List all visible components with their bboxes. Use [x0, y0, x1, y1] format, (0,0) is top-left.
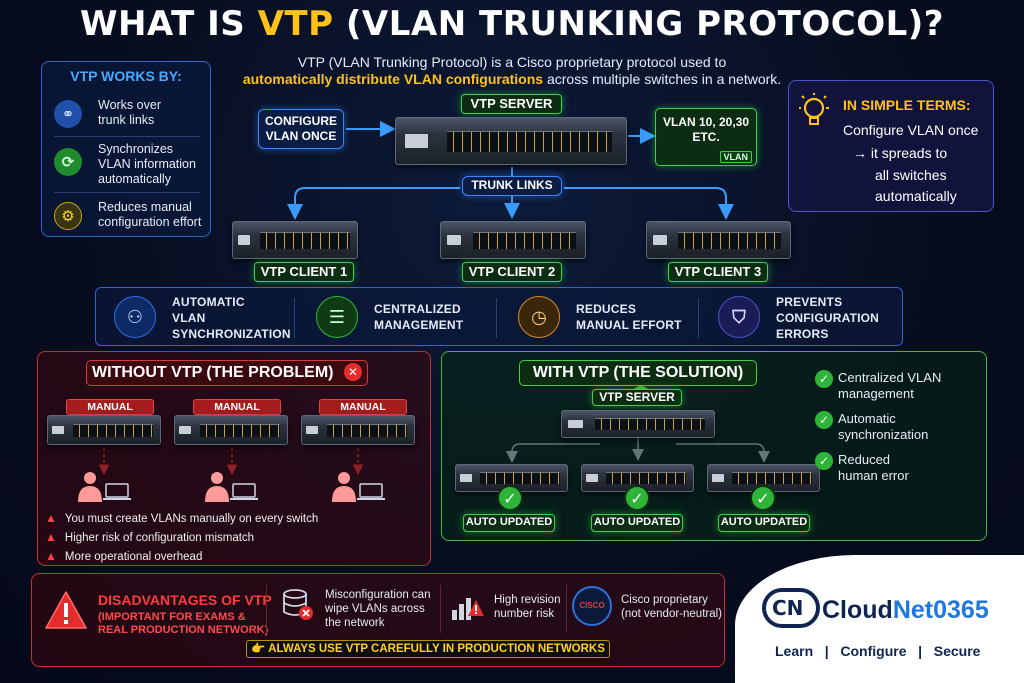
warning-icon: ▲ — [45, 511, 57, 525]
sync-icon: ⟳ — [54, 148, 82, 176]
simple-terms-title: IN SIMPLE TERMS: — [843, 97, 971, 113]
admin-user-icon-3 — [332, 472, 385, 502]
disadvantage-revision: High revision number risk — [494, 594, 561, 620]
simple-terms-line-2: → it spreads to — [853, 145, 948, 161]
vtp-server-switch — [395, 117, 627, 165]
gear-icon: ⚙ — [54, 202, 82, 230]
auto-updated-2: AUTO UPDATED — [591, 514, 683, 532]
configure-vlan-once-box: CONFIGURE VLAN ONCE — [258, 109, 344, 149]
database-error-icon — [283, 589, 313, 620]
always-careful-banner: 👉 ALWAYS USE VTP CAREFULLY IN PRODUCTION… — [246, 640, 610, 658]
check-icon: ✓ — [815, 452, 833, 470]
works-by-title: VTP WORKS BY: — [70, 68, 182, 84]
works-item-trunk: ⚭ Works over trunk links — [52, 96, 208, 140]
manual-switch-2 — [174, 415, 288, 445]
simple-terms-line-3: all switches — [875, 167, 947, 183]
feature-sync: ⚇ AUTOMATIC VLAN SYNCHRONIZATION — [114, 288, 294, 347]
feature-effort: ◷ REDUCES MANUAL EFFORT — [518, 288, 698, 347]
auto-updated-1: AUTO UPDATED — [463, 514, 555, 532]
manual-config-tag-3: MANUAL CONFIG — [319, 399, 407, 427]
lightbulb-icon — [799, 93, 829, 125]
network-icon: ⚇ — [114, 296, 156, 338]
check-icon: ✓ — [624, 485, 650, 511]
vtp-server-label: VTP SERVER — [461, 94, 562, 114]
vlan-list-box: VLAN 10, 20,30 ETC. VLAN — [655, 108, 757, 166]
benefit-error: Reduced human error — [838, 452, 909, 483]
vlan-badge: VLAN — [719, 151, 752, 163]
manual-config-tag-1: MANUAL CONFIG — [66, 399, 154, 427]
without-vtp-title: WITHOUT VTP (THE PROBLEM) ✕ — [86, 360, 368, 386]
vtp-client-3-switch — [646, 221, 791, 259]
simple-terms-panel: IN SIMPLE TERMS: Configure VLAN once → i… — [788, 80, 994, 212]
manual-switch-3 — [301, 415, 415, 445]
benefit-sync: Automatic synchronization — [838, 411, 929, 442]
without-vtp-panel — [37, 351, 431, 566]
brand-logo-background — [735, 555, 1024, 683]
cloudnet-logo-icon: CN — [762, 588, 820, 628]
auto-updated-3: AUTO UPDATED — [718, 514, 810, 532]
warning-chart-icon — [452, 598, 484, 620]
server-icon: ☰ — [316, 296, 358, 338]
vlan-list-text: VLAN 10, 20,30 ETC. — [662, 115, 750, 144]
check-icon: ✓ — [815, 411, 833, 429]
check-icon: ✓ — [750, 485, 776, 511]
disadvantages-title: DISADVANTAGES OF VTP — [98, 592, 272, 608]
vtp-client-2-switch — [440, 221, 586, 259]
trunk-links-label: TRUNK LINKS — [462, 176, 562, 196]
works-by-panel: VTP WORKS BY: ⚭ Works over trunk links ⟳… — [41, 61, 211, 237]
disadvantage-proprietary: Cisco proprietary (not vendor-neutral) — [621, 594, 722, 620]
shield-icon: ⛉ — [718, 296, 760, 338]
works-item-gear: ⚙ Reduces manual configuration effort — [52, 198, 208, 242]
manual-switch-1 — [47, 415, 161, 445]
disadvantage-misconfig: Misconfiguration can wipe VLANs across t… — [325, 589, 431, 629]
with-vtp-title: WITH VTP (THE SOLUTION) ✓ — [519, 360, 757, 404]
warning-icon: ▲ — [45, 549, 57, 563]
page-subtitle: VTP (VLAN Trunking Protocol) is a Cisco … — [242, 54, 782, 87]
clock-icon: ◷ — [518, 296, 560, 338]
solution-server-switch — [561, 410, 715, 438]
simple-terms-line-4: automatically — [875, 188, 957, 204]
link-icon: ⚭ — [54, 100, 82, 128]
feature-errors: ⛉ PREVENTS CONFIGURATION ERRORS — [718, 288, 898, 347]
warning-3: ▲More operational overhead — [45, 549, 203, 563]
manual-config-tag-2: MANUAL CONFIG — [193, 399, 281, 427]
benefit-centralized: Centralized VLAN management — [838, 370, 942, 401]
feature-centralized: ☰ CENTRALIZED MANAGEMENT — [316, 288, 496, 347]
solution-server-label: VTP SERVER — [592, 389, 682, 406]
warning-2: ▲Higher risk of configuration mismatch — [45, 530, 255, 544]
title-highlight: VTP — [257, 4, 334, 44]
simple-terms-line-1: Configure VLAN once — [843, 122, 979, 138]
x-icon: ✕ — [343, 363, 362, 381]
vtp-client-1-switch — [232, 221, 358, 259]
admin-user-icon-1 — [78, 472, 131, 502]
disadvantages-subtitle: (IMPORTANT FOR EXAMS & REAL PRODUCTION N… — [98, 611, 269, 636]
page-title: WHAT IS VTP (VLAN TRUNKING PROTOCOL)? — [79, 4, 945, 44]
check-icon: ✓ — [497, 485, 523, 511]
check-icon: ✓ — [815, 370, 833, 388]
brand-tagline: Learn | Configure | Secure — [775, 643, 981, 659]
vtp-client-2-label: VTP CLIENT 2 — [462, 262, 562, 282]
vtp-client-1-label: VTP CLIENT 1 — [254, 262, 354, 282]
subtitle-highlight: automatically distribute VLAN configurat… — [242, 71, 544, 87]
cisco-logo-icon: CISCO — [572, 586, 612, 626]
vtp-client-3-label: VTP CLIENT 3 — [668, 262, 768, 282]
features-band: ⚇ AUTOMATIC VLAN SYNCHRONIZATION ☰ CENTR… — [95, 287, 903, 346]
warning-icon — [45, 591, 87, 629]
warning-icon: ▲ — [45, 530, 57, 544]
brand-name: CloudNet0365 — [822, 596, 989, 624]
admin-user-icon-2 — [205, 472, 258, 502]
works-item-sync: ⟳ Synchronizes VLAN information automati… — [52, 142, 208, 186]
warning-1: ▲You must create VLANs manually on every… — [45, 511, 319, 525]
